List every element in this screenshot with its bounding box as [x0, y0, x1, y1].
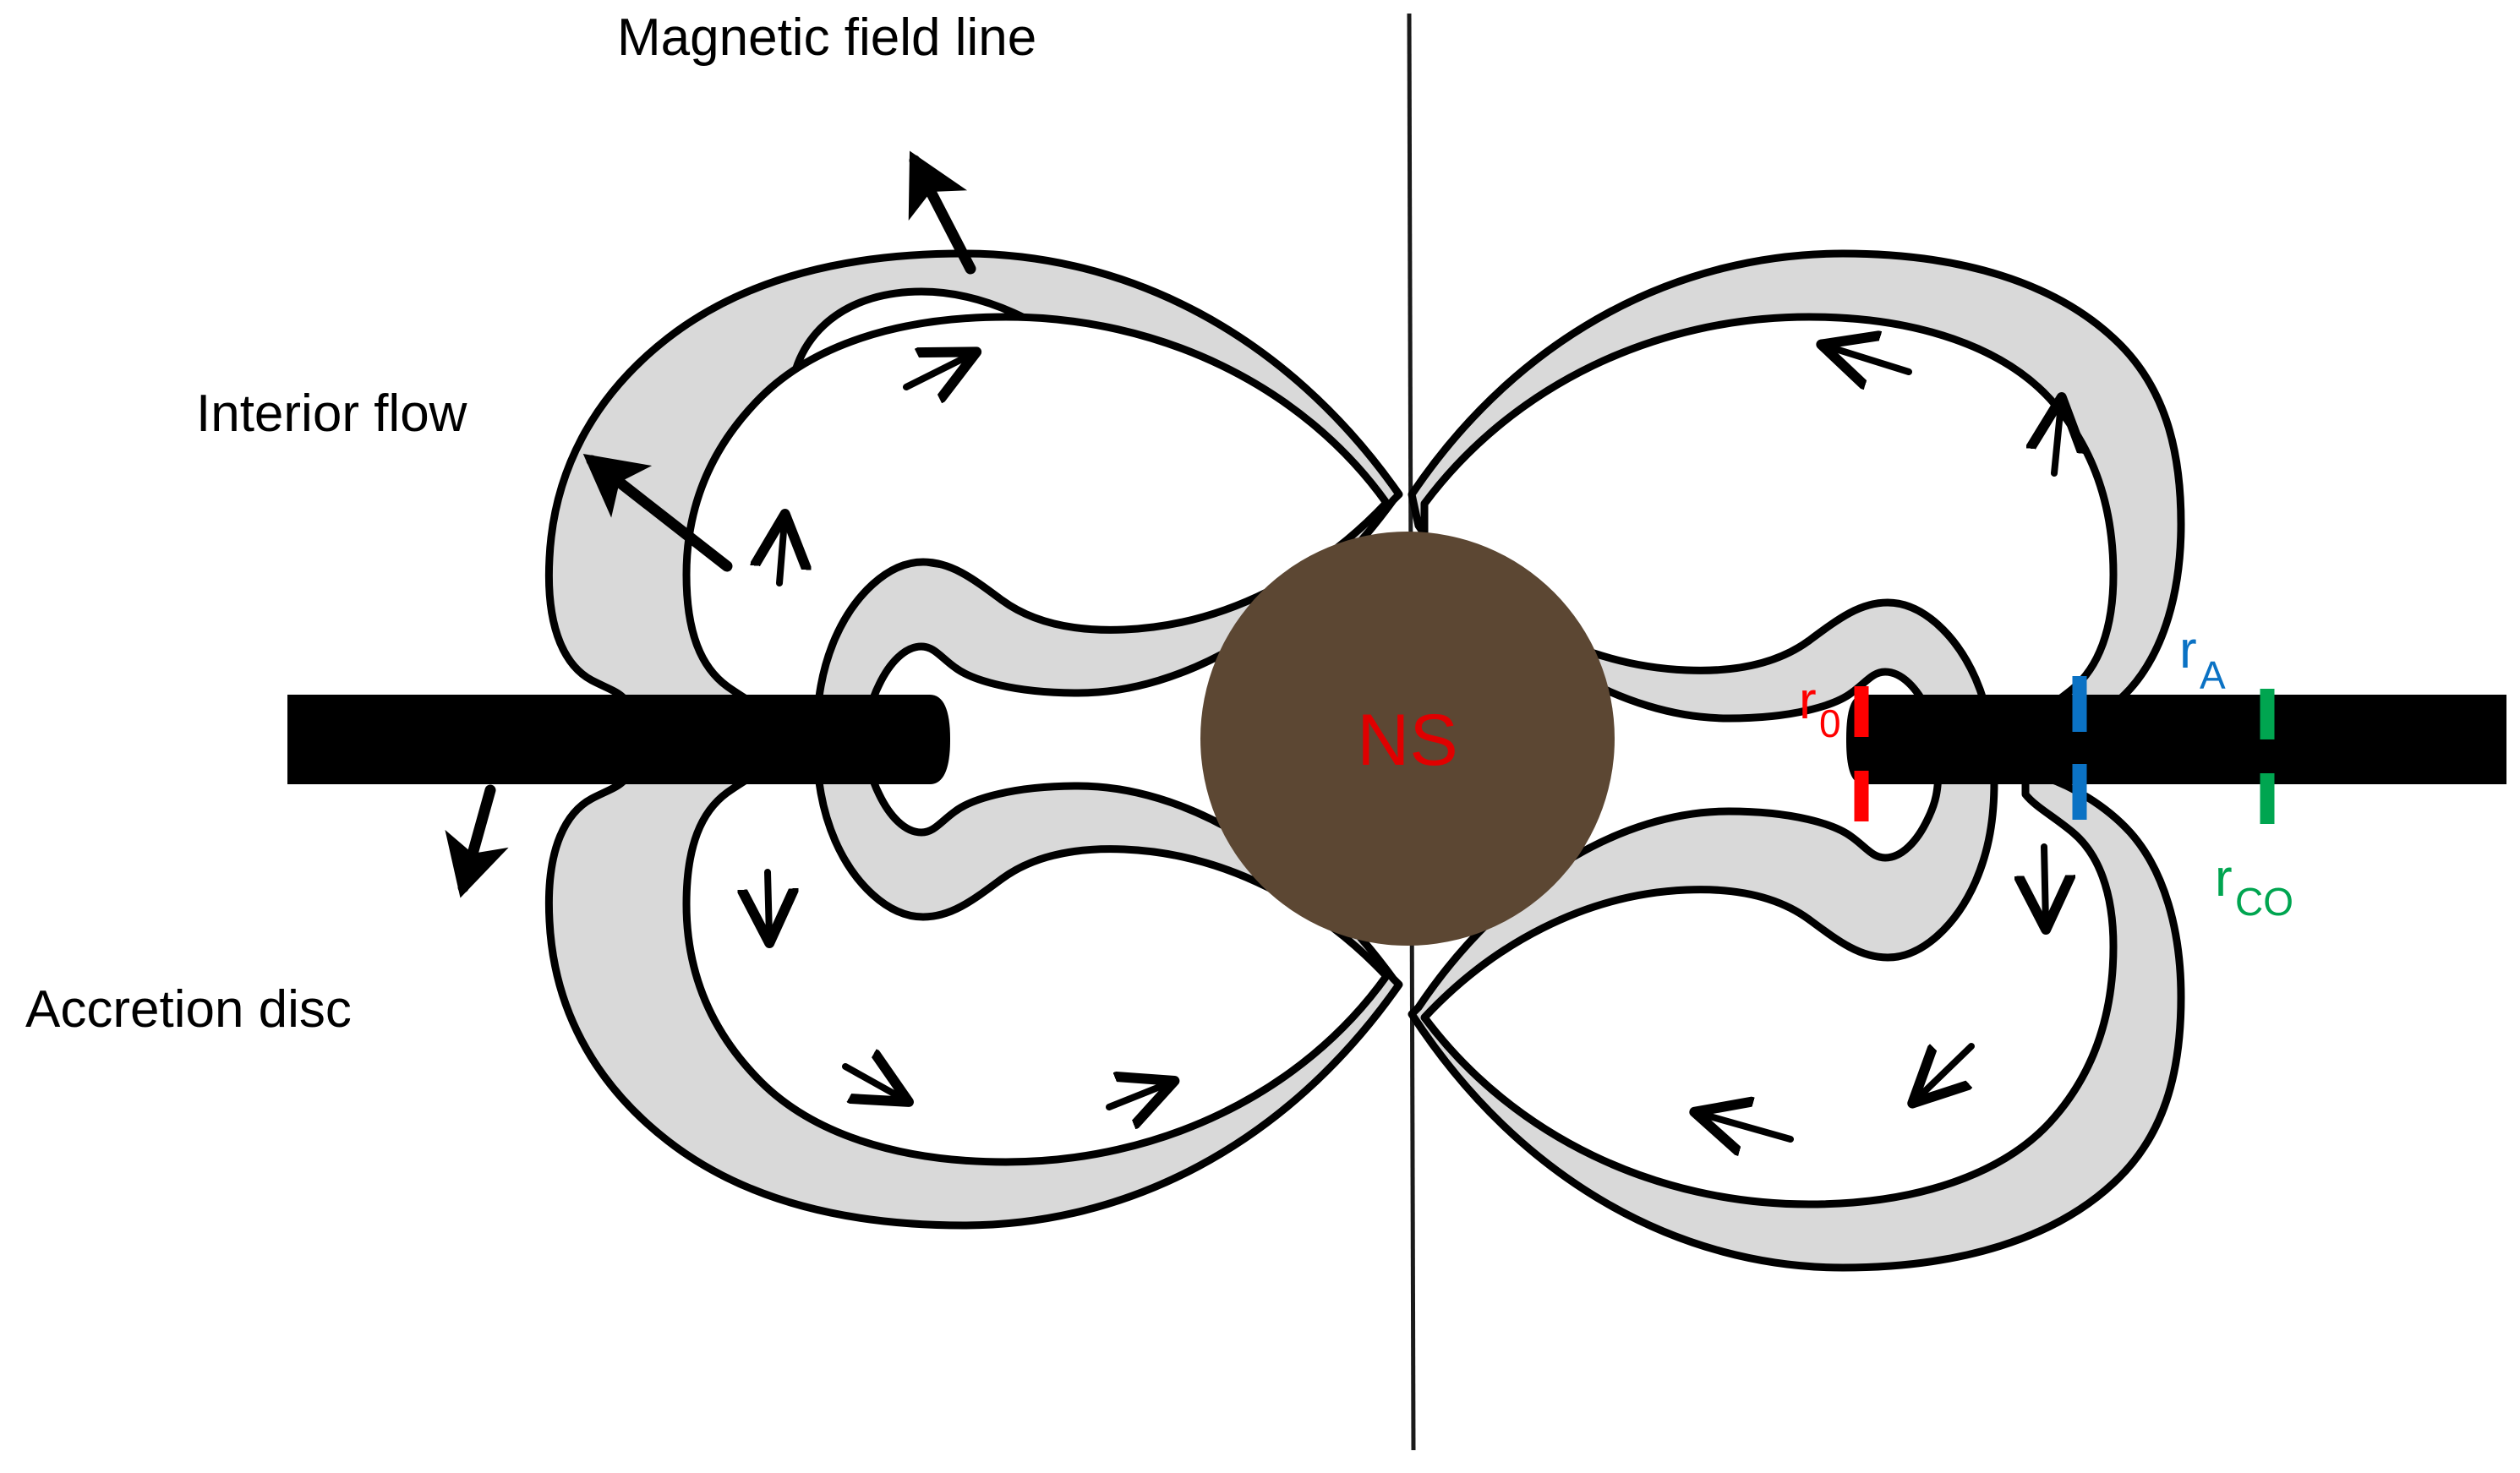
ra-label-symbol: r: [2179, 621, 2197, 679]
accretion-disc-left-bar[interactable]: [287, 695, 950, 784]
rco-label: r CO: [2215, 849, 2293, 924]
ra-label: r A: [2179, 621, 2226, 697]
ra-label-subscript: A: [2200, 653, 2226, 697]
left-lobe-upper-inner-arrow: [779, 521, 784, 586]
left-lobe-inner-cavity: [682, 313, 1391, 1166]
r0-label: r 0: [1799, 672, 1841, 745]
rco-label-subscript: CO: [2235, 880, 2293, 924]
right-lobe-inner-cavity: [1420, 313, 2118, 1208]
accretion-disc-right-bar[interactable]: [1846, 695, 2506, 784]
right-lobe-upper-outer-arrow: [2054, 404, 2061, 477]
right-lobe-bottom-right-arrow: [1917, 1043, 1975, 1099]
right-lobe-flow-arrows: [1701, 346, 2061, 1139]
left-lobe-lower-inner-arrow: [768, 869, 769, 936]
neutron-star-label: NS: [1357, 700, 1457, 781]
magnetic-field-line-callout-arrow: [908, 150, 976, 275]
right-lobe-bottom-left-arrow: [1701, 1114, 1794, 1139]
interior-flow-label: Interior flow: [196, 385, 467, 443]
right-lobe-top-arrow: [1828, 346, 1912, 372]
magnetic-field-line-label: Magnetic field line: [617, 8, 1036, 67]
interior-flow-callout-arrow: [582, 453, 733, 572]
rco-label-symbol: r: [2215, 849, 2233, 908]
neutron-star-sphere[interactable]: [1200, 532, 1615, 946]
left-lobe-flow-arrows: [768, 355, 1168, 1107]
accretion-disc-label: Accretion disc: [25, 980, 352, 1039]
accretion-disc-callout-arrow: [445, 784, 509, 898]
left-lobe-bottom-left-arrow: [842, 1067, 903, 1099]
right-lobe-lower-outer-arrow: [2044, 843, 2046, 923]
left-lobe-top-arrow: [903, 355, 970, 387]
left-lobe-bottom-right-arrow: [1106, 1083, 1168, 1107]
r0-label-symbol: r: [1799, 672, 1817, 730]
r0-label-subscript: 0: [1819, 701, 1841, 745]
